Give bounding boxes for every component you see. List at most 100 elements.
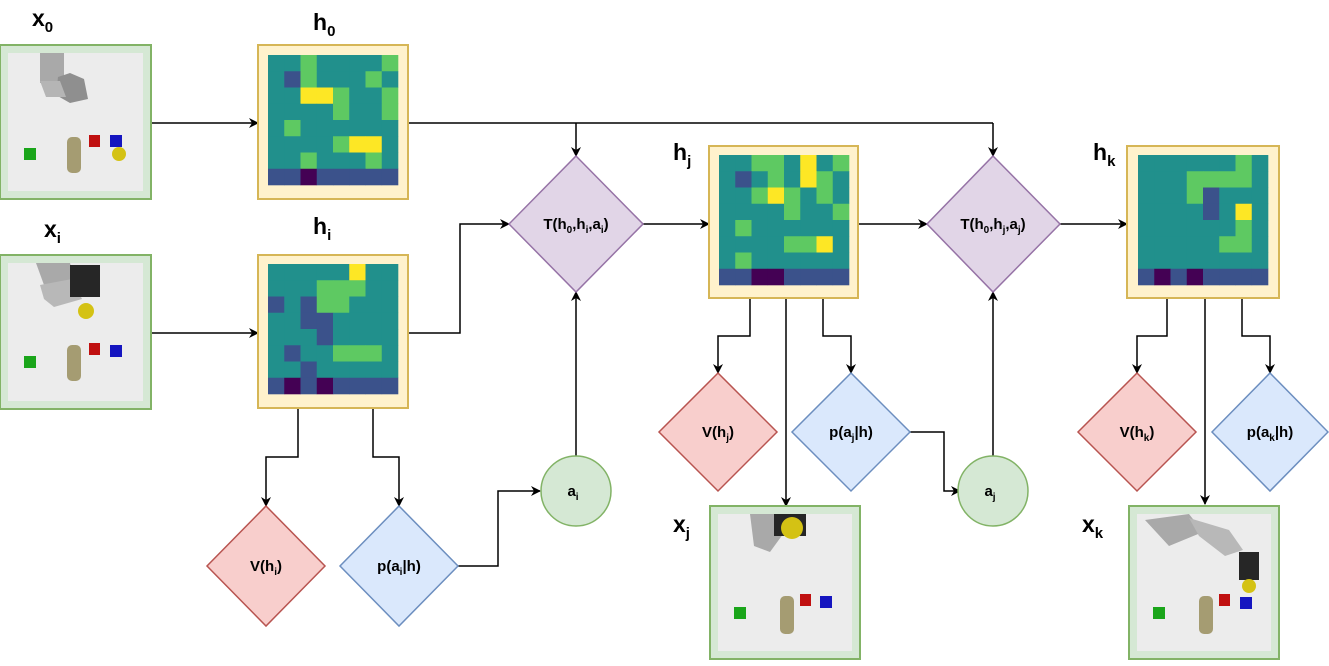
yellow-ball [1242,579,1256,593]
heatmap-cell [816,203,834,221]
latent-frame-hj [708,145,859,299]
heatmap-cell [349,168,366,186]
transition-node-1: T(h0,hi,ai) [507,154,645,294]
heatmap-cell [381,120,399,137]
heatmap-cell [816,187,834,205]
heatmap-cell [268,345,285,362]
heatmap-cell [832,155,850,172]
obs-frame-xi [0,254,152,410]
heatmap-cell [381,87,399,105]
tan-cylinder [780,596,794,634]
heatmap-cell [365,103,383,121]
heatmap-cell [333,264,350,281]
heatmap-cell [1154,155,1171,172]
heatmap-cell [800,155,817,172]
heatmap-cell [751,187,769,205]
heatmap-cell [316,377,334,395]
heatmap-cell [333,377,350,395]
heatmap-cell [381,71,399,88]
frame-labels: x0 h0 xi hi hj hk xj xk [32,5,1116,542]
heatmap-cell [784,252,801,270]
heatmap-cell [800,171,817,188]
label-h0: h0 [313,9,335,40]
heatmap-cell [767,252,785,270]
heatmap-cell [284,296,301,314]
heatmap-cell [381,296,399,314]
heatmap-cell [1170,171,1188,188]
value-node-j: V(hj) [657,371,779,493]
label-hi: hi [313,213,331,244]
heatmap-cell [1203,203,1220,221]
heatmap-cell [1154,187,1171,205]
policy-node-i: p(ai|h) [338,504,460,628]
tan-cylinder [1199,596,1213,634]
heatmap-cell [1251,220,1269,237]
heatmap-cell [300,71,318,88]
heatmap-cell [832,268,850,286]
heatmap-cell [268,312,285,330]
heatmap-cell [1186,155,1204,172]
heatmap-cell [735,236,752,253]
heatmap-cell [381,280,399,297]
heatmap-cell [1186,236,1204,253]
policy-node-k: p(ak|h) [1210,371,1329,493]
heatmap-cell [1235,203,1253,221]
heatmap-cell [284,264,301,281]
heatmap-cell [751,203,769,221]
heatmap-cell [832,252,850,270]
heatmap-cell [349,120,366,137]
blue-block [820,596,832,608]
yellow-ball [781,517,803,539]
heatmap-cell [1186,187,1204,205]
heatmap-cell [800,187,817,205]
heatmap-hi [268,264,399,395]
heatmap-cell [1203,155,1220,172]
heatmap-cell [1219,171,1236,188]
heatmap-hk [1138,155,1269,286]
heatmap-cell [1138,171,1155,188]
observation-frames [0,44,1280,660]
heatmap-cell [1186,268,1204,286]
heatmap-hj [719,155,850,286]
heatmap-cell [349,87,366,105]
heatmap-cell [349,329,366,346]
heatmap-cell [767,155,785,172]
heatmap-cell [719,268,736,286]
heatmap-cell [268,71,285,88]
action-node-i: ai [540,455,612,527]
heatmap-cell [300,329,318,346]
heatmap-cell [1154,268,1171,286]
heatmap-cell [832,236,850,253]
policy-nodes: p(ai|h) p(aj|h) p(ak|h) [338,371,1329,628]
heatmap-cell [381,312,399,330]
obs-frame-x0 [0,44,152,200]
heatmap-cell [316,152,334,170]
heatmap-cell [1138,268,1155,286]
heatmap-cell [300,377,318,395]
heatmap-cell [719,252,736,270]
heatmap-cell [381,264,399,281]
heatmap-cell [784,268,801,286]
heatmap-cell [381,377,399,395]
edge-hk-pk [1241,298,1275,374]
red-block [1219,594,1230,606]
heatmap-cell [284,345,301,362]
heatmap-cell [719,171,736,188]
heatmap-cell [365,71,383,88]
edge-hj-pj [822,298,856,374]
heatmap-cell [1251,155,1269,172]
heatmap-cell [381,103,399,121]
heatmap-cell [735,252,752,270]
heatmap-cell [1170,252,1188,270]
heatmap-cell [1203,220,1220,237]
heatmap-cell [333,103,350,121]
heatmap-cell [333,152,350,170]
heatmap-cell [365,168,383,186]
heatmap-cell [1235,155,1253,172]
svg-text:T(h0,hj,aj): T(h0,hj,aj) [960,216,1025,236]
heatmap-cell [1219,220,1236,237]
heatmap-cell [284,152,301,170]
heatmap-cell [1235,187,1253,205]
heatmap-cell [300,87,318,105]
